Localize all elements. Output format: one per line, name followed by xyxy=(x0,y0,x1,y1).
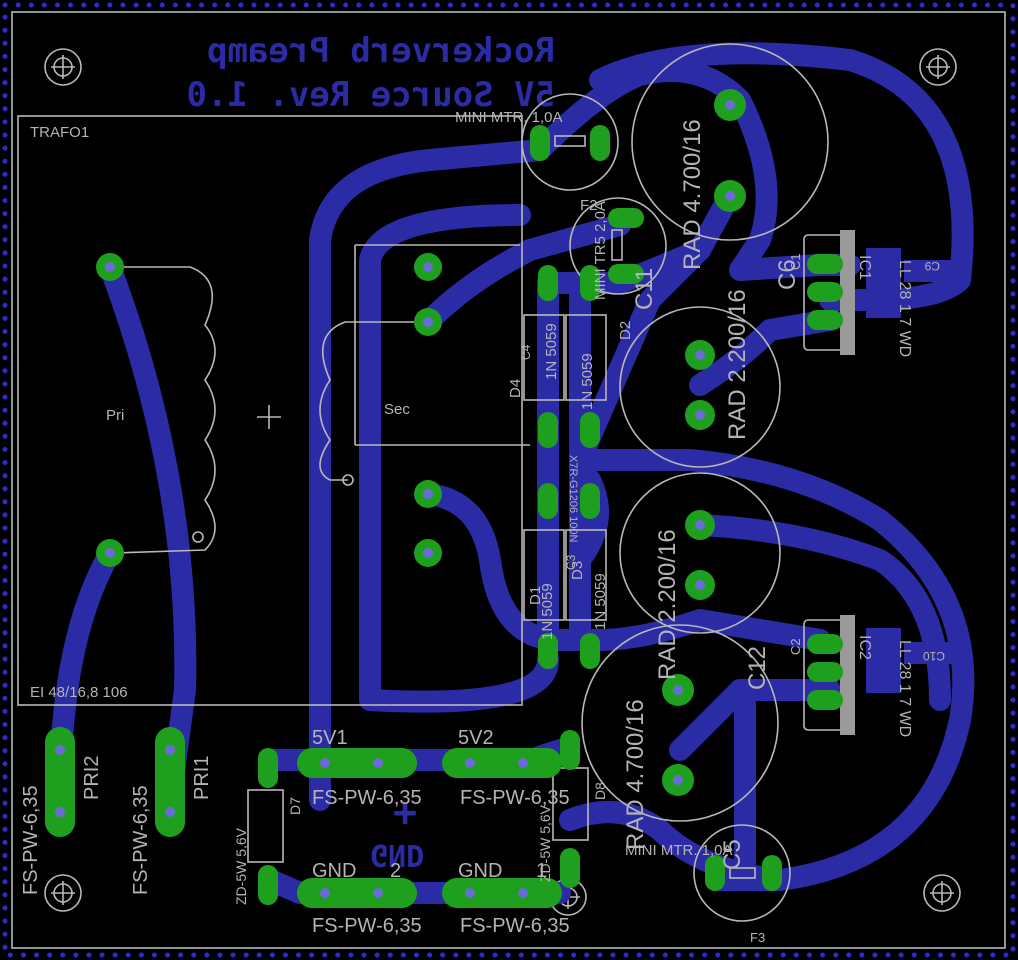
diode-d1-value: 1N 5059 xyxy=(539,583,556,640)
diode-d2-value: 1N 5059 xyxy=(579,353,596,410)
conn-pri2-value: FS-PW-6,35 xyxy=(20,785,42,895)
fuse-f3-value: MINI MTR. 1,0A xyxy=(625,842,733,859)
diode-d2-name: D2 xyxy=(617,321,634,340)
fuse-f2-value: MINI TR5 2,0A xyxy=(592,201,609,300)
conn-pri2-name: PRI2 xyxy=(81,756,103,800)
fuse-f2-name: F2 xyxy=(580,197,598,214)
trafo-value: EI 48/16,8 106 xyxy=(30,684,128,701)
cap-c9-name: C9 xyxy=(924,259,940,273)
conn-gnd1-pin: 1 xyxy=(536,860,547,882)
cap-c3-name: C3 xyxy=(564,554,578,570)
diode-d1-name: D1 xyxy=(527,586,544,605)
diode-d8-value: ZD-5W 5,6V xyxy=(537,804,553,882)
pads xyxy=(45,89,843,908)
cap-c10-name: C10 xyxy=(923,649,945,663)
diode-d7-name: D7 xyxy=(287,797,303,815)
conn-gnd1-value: FS-PW-6,35 xyxy=(460,915,570,937)
cap-c6-value: RAD 2.200/16 xyxy=(724,289,751,440)
conn-gnd2-label: GND xyxy=(312,860,356,882)
diode-d4-value: 1N 5059 xyxy=(543,323,560,380)
conn-5v1-name: 5V1 xyxy=(312,727,348,749)
cap-c5-value: RAD 4.700/16 xyxy=(622,699,649,850)
title-line-2: 5V Source Rev. 1.0 xyxy=(187,75,555,115)
conn-5v2-value: FS-PW-6,35 xyxy=(460,787,570,809)
cap-smd-value: X7R-G1206 100N xyxy=(567,455,579,542)
conn-pri1-value: FS-PW-6,35 xyxy=(130,785,152,895)
cap-c12-value: RAD 2.200/16 xyxy=(654,529,681,680)
cap-c6-name: C6 xyxy=(774,259,801,290)
conn-gnd2-value: FS-PW-6,35 xyxy=(312,915,422,937)
cap-c11-name: C11 xyxy=(631,268,658,310)
cap-c11-value: RAD 4.700/16 xyxy=(679,119,706,270)
diode-d7-value: ZD-5W 5,6V xyxy=(233,827,249,905)
diode-d3-value: 1N 5059 xyxy=(592,573,609,630)
regulator-ic2-name: IC2 xyxy=(856,635,873,660)
copper-plus-label: + xyxy=(393,790,417,836)
diode-d4-name: D4 xyxy=(507,379,524,398)
fuse-f3-name: F3 xyxy=(750,930,765,945)
title-line-1: Rockerverb Preamp xyxy=(207,31,555,71)
conn-gnd2-pin: 2 xyxy=(390,860,401,882)
trafo-name: TRAFO1 xyxy=(30,124,89,141)
silkscreen-labels: MINI MTR. 1,0A F2 MINI TR5 2,0A MINI MTR… xyxy=(20,109,945,945)
diode-d8-name: D8 xyxy=(592,782,608,800)
diode-d3-name: D3 xyxy=(569,561,586,580)
regulator-ic1-name: IC1 xyxy=(856,255,873,280)
conn-gnd1-label: GND xyxy=(458,860,502,882)
cap-c4-name: C4 xyxy=(519,344,533,360)
conn-5v1-value: FS-PW-6,35 xyxy=(312,787,422,809)
copper-gnd-label: GND xyxy=(370,837,424,872)
board-title: Rockerverb Preamp 5V Source Rev. 1.0 xyxy=(187,31,555,115)
conn-pri1-name: PRI1 xyxy=(191,756,213,800)
trafo-primary-label: Pri xyxy=(106,407,124,424)
component-outlines xyxy=(247,43,850,922)
regulator-ic2-value: LL 28 1 7 WD xyxy=(896,640,913,737)
conn-5v2-name: 5V2 xyxy=(458,727,494,749)
transformer-trafo1: TRAFO1 Pri Sec EI 48/16,8 106 xyxy=(17,115,530,706)
regulator-ic1-value: LL 28 1 7 WD xyxy=(896,260,913,357)
board-outline xyxy=(11,11,1006,949)
fuse-f1-value: MINI MTR. 1,0A xyxy=(455,109,563,126)
cap-c2-name: C2 xyxy=(788,638,803,655)
cap-c1-name: C1 xyxy=(788,253,803,270)
cap-c12-name: C12 xyxy=(744,646,771,690)
trafo-secondary-label: Sec xyxy=(384,401,410,418)
cap-c5-name: C5 xyxy=(719,839,746,870)
